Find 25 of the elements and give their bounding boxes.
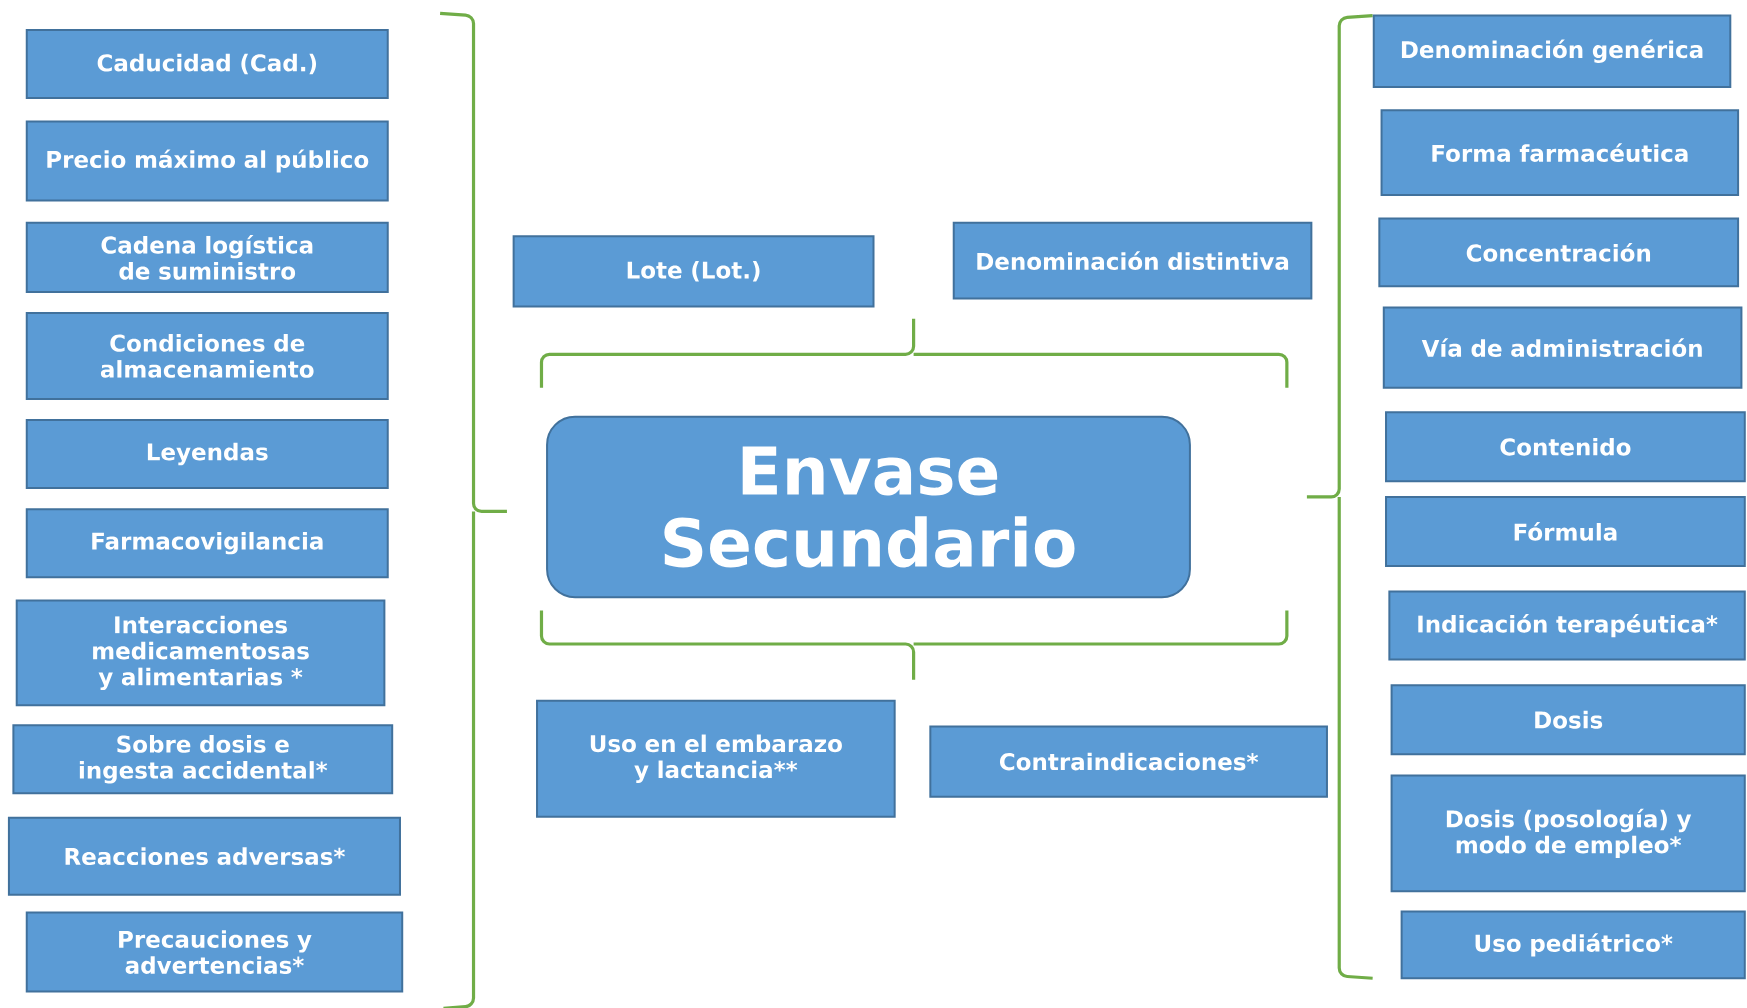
label-box: Uso pediátrico*	[1400, 910, 1746, 980]
label-box: Concentración	[1378, 217, 1740, 288]
label-box: Leyendas	[25, 418, 389, 489]
label-box: Uso en el embarazo y lactancia**	[536, 699, 896, 818]
label-box: Denominación distintiva	[952, 221, 1313, 300]
label-box: Dosis (posología) y modo de empleo*	[1390, 774, 1746, 893]
label-box: Contenido	[1385, 411, 1746, 483]
label-box: Farmacovigilancia	[25, 508, 389, 578]
label-box: Precio máximo al público	[25, 120, 389, 202]
label-box: Sobre dosis e ingesta accidental*	[12, 724, 394, 795]
label-box: Denominación genérica	[1372, 14, 1732, 88]
label-box: Indicación terapéutica*	[1388, 590, 1746, 661]
title-box: Envase Secundario	[546, 415, 1191, 599]
label-box: Lote (Lot.)	[512, 235, 875, 308]
label-box: Vía de administración	[1382, 306, 1743, 389]
label-box: Fórmula	[1385, 495, 1746, 567]
label-box: Forma farmacéutica	[1380, 109, 1740, 196]
label-box: Contraindicaciones*	[929, 725, 1328, 798]
label-box: Caducidad (Cad.)	[25, 28, 389, 99]
label-box: Precauciones y advertencias*	[25, 911, 404, 993]
label-box: Reacciones adversas*	[7, 816, 401, 896]
label-box: Cadena logística de suministro	[25, 221, 389, 293]
label-box: Condiciones de almacenamiento	[25, 311, 389, 400]
label-box: Interacciones medicamentosas y alimentarias *	[15, 599, 386, 707]
label-box: Dosis	[1390, 684, 1746, 756]
